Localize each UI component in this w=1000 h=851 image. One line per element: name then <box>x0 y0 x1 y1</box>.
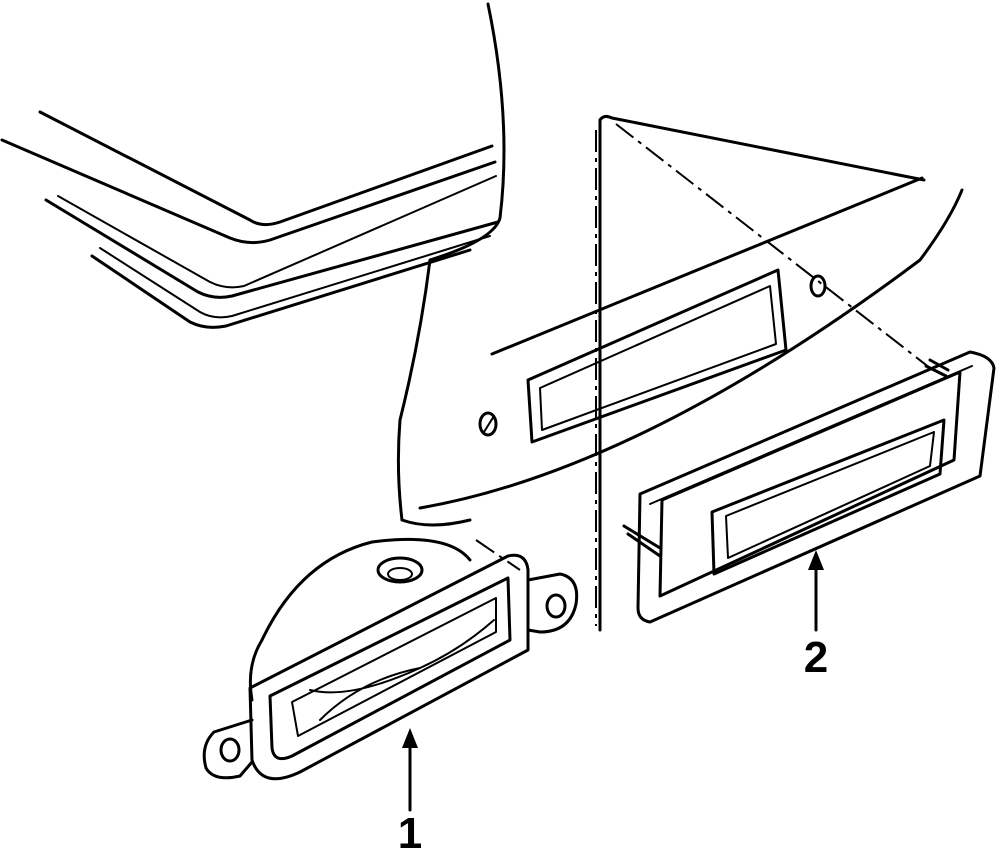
callout-2-arrowhead <box>808 550 824 570</box>
fender-outline <box>0 2 506 527</box>
lamp-housing <box>202 537 579 781</box>
callout-2: 2 <box>804 550 828 682</box>
marker-lens <box>622 350 996 624</box>
body-panel <box>418 114 964 632</box>
callout-1-arrowhead <box>402 728 418 748</box>
callout-1: 1 <box>398 728 422 851</box>
callout-2-label: 2 <box>804 633 828 682</box>
callout-1-label: 1 <box>398 809 422 851</box>
alignment-lines <box>475 123 931 626</box>
